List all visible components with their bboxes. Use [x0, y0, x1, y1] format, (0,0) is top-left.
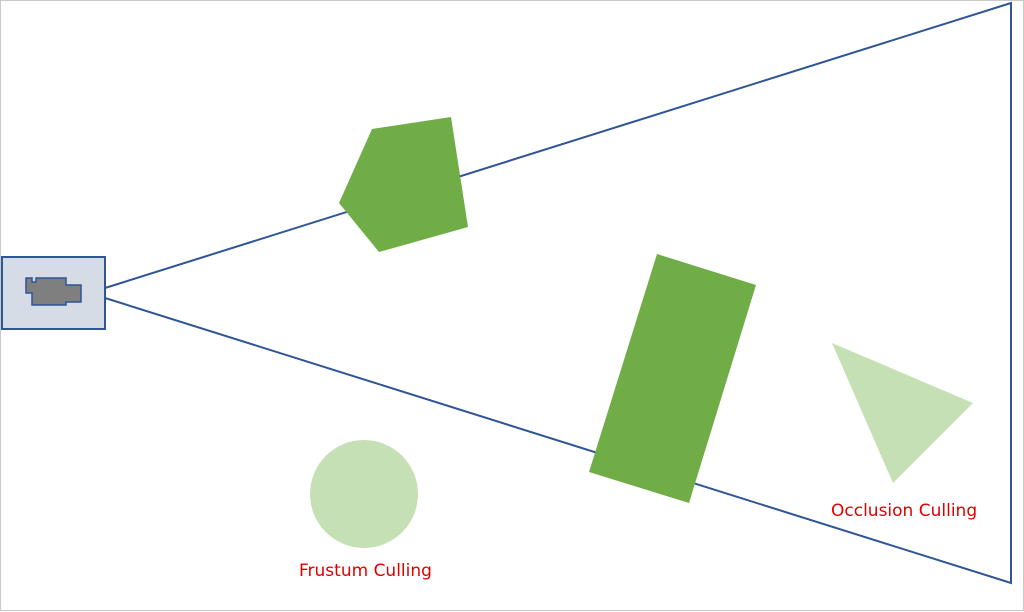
visible-pentagon	[339, 117, 468, 252]
frustum-culled-circle	[310, 440, 418, 548]
occlusion-culling-label: Occlusion Culling	[831, 501, 978, 521]
camera-box	[1, 256, 106, 330]
view-frustum	[104, 1, 1012, 585]
video-camera-icon	[25, 277, 82, 306]
visible-rectangle	[589, 254, 756, 503]
frustum-culling-label: Frustum Culling	[299, 561, 432, 581]
occlusion-culled-triangle	[832, 343, 973, 483]
